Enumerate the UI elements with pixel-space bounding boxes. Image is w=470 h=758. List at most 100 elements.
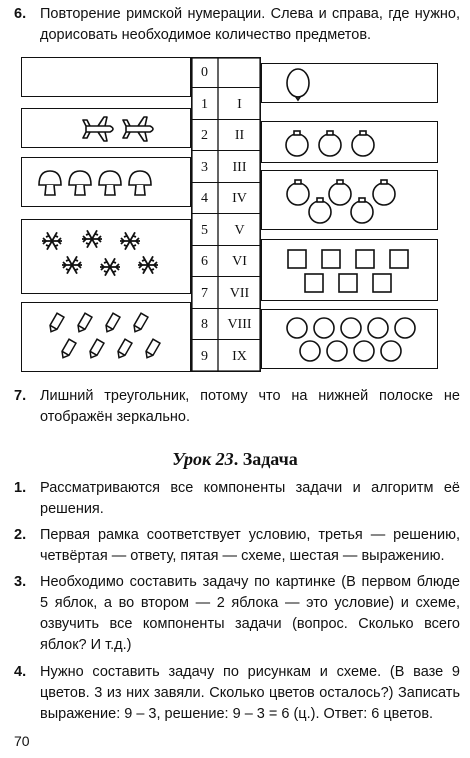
pencils-group [46, 312, 161, 361]
ornament-icon [328, 179, 352, 206]
snowflake-icon [81, 229, 103, 249]
lesson-number: Урок 23 [172, 449, 234, 469]
arabic-cell: 4 [201, 191, 208, 206]
arabic-cell: 6 [201, 254, 208, 269]
ornaments-group [286, 179, 396, 224]
square-icon [372, 273, 392, 293]
task-number: 7. [14, 388, 27, 404]
page-number: 70 [14, 733, 30, 749]
square-icon [321, 249, 341, 269]
arabic-cell: 9 [201, 348, 208, 364]
circle-icon [367, 317, 389, 339]
right-box-row-7 [261, 239, 438, 301]
mushrooms-group [38, 170, 152, 196]
circles-group [286, 317, 416, 362]
arabic-cell: 2 [201, 128, 208, 143]
item-number: 2. [14, 527, 27, 543]
table-row: 8 VIII [191, 309, 261, 340]
lesson-heading: Урок 23. Задача [0, 449, 470, 470]
ornaments-group [285, 130, 375, 157]
item-number: 4. [14, 664, 27, 680]
square-icon [355, 249, 375, 269]
item-number: 3. [14, 574, 27, 590]
balloon-icon [286, 68, 310, 102]
table-row: 6 VI [191, 246, 261, 277]
mushroom-icon [128, 170, 152, 196]
roman-cell: IV [232, 191, 247, 206]
mushroom-icon [98, 170, 122, 196]
snowflake-icon [137, 255, 159, 275]
circle-icon [380, 340, 402, 362]
right-box-row-9 [261, 309, 438, 369]
snowflake-icon [99, 257, 121, 277]
arabic-cell: 8 [201, 317, 208, 332]
pencil-icon [74, 312, 93, 335]
mushroom-icon [68, 170, 92, 196]
roman-cell: VII [229, 285, 250, 301]
pencil-icon [46, 312, 65, 335]
arabic-cell: 5 [201, 222, 208, 238]
snowflake-icon [61, 255, 83, 275]
balloon-group [286, 68, 310, 102]
lesson-title: . Задача [233, 449, 298, 469]
left-box-row-8 [21, 302, 191, 372]
table-row: 4 IV [191, 183, 261, 214]
right-box-row-1 [261, 63, 438, 103]
airplanes-group [82, 116, 154, 142]
right-box-row-5 [261, 170, 438, 230]
pencil-icon [130, 312, 149, 335]
roman-cell: III [232, 159, 247, 175]
circle-icon [313, 317, 335, 339]
circle-icon [299, 340, 321, 362]
square-icon [287, 249, 307, 269]
left-box-row-2 [21, 108, 191, 148]
ornament-icon [286, 179, 310, 206]
roman-cell: II [234, 128, 245, 143]
table-row: 7 VII [191, 278, 261, 309]
snowflake-icon [119, 231, 141, 251]
ornament-icon [350, 197, 374, 224]
roman-cell: I [237, 96, 242, 112]
ornament-icon [351, 130, 375, 157]
ornament-icon [308, 197, 332, 224]
pencil-icon [86, 338, 105, 361]
roman-cell: VIII [227, 317, 252, 332]
airplane-icon [122, 116, 154, 142]
mushroom-icon [38, 170, 62, 196]
left-box-row-6 [21, 219, 191, 294]
table-row: 0 [191, 57, 261, 88]
item-text: Необходимо составить задачу по картинке … [40, 574, 460, 653]
item-text: Рассматриваются все компоненты задачи и … [40, 480, 460, 517]
ornament-icon [372, 179, 396, 206]
roman-cell: V [234, 222, 245, 238]
left-box-row-0 [21, 57, 191, 97]
squares-group [287, 249, 409, 293]
square-icon [338, 273, 358, 293]
arabic-cell: 1 [201, 96, 208, 112]
lesson-item-1: 1. Рассматриваются все компоненты задачи… [14, 478, 460, 520]
left-box-row-4 [21, 157, 191, 207]
arabic-cell: 7 [201, 285, 208, 301]
table-row: 3 III [191, 152, 261, 183]
item-text: Нужно составить задачу по рисункам и схе… [40, 664, 460, 722]
roman-cell: VI [232, 254, 247, 269]
lesson-item-2: 2. Первая рамка соответствует условию, т… [14, 525, 460, 567]
roman-cell: IX [232, 348, 247, 364]
ornament-icon [318, 130, 342, 157]
right-box-row-3 [261, 121, 438, 163]
table-row: 2 II [191, 120, 261, 151]
task-text: Лишний треугольник, потому что на нижней… [40, 388, 460, 425]
circle-icon [326, 340, 348, 362]
arabic-cell: 3 [201, 159, 208, 175]
square-icon [389, 249, 409, 269]
pencil-icon [58, 338, 77, 361]
square-icon [304, 273, 324, 293]
lesson-item-4: 4. Нужно составить задачу по рисункам и … [14, 662, 460, 725]
table-row: 9 IX [191, 341, 261, 372]
task-text: Повторение римской нумерации. Слева и сп… [40, 6, 460, 43]
task-7: 7. Лишний треугольник, потому что на ниж… [14, 386, 460, 428]
item-text: Первая рамка соответствует условию, трет… [40, 527, 460, 564]
table-frame [191, 57, 262, 372]
